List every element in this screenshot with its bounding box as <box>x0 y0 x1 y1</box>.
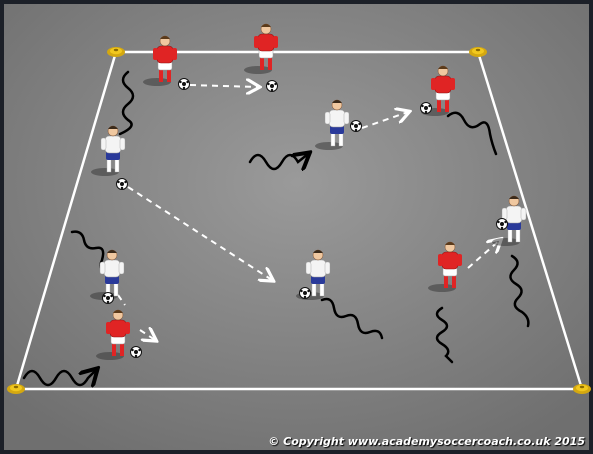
run-line-right-bottom <box>435 306 454 364</box>
pass-line-top-right <box>361 112 408 129</box>
ball <box>266 80 278 92</box>
ball <box>130 346 142 358</box>
pass-line-left <box>117 294 126 306</box>
ball <box>102 292 114 304</box>
cone-top-left <box>107 47 125 57</box>
ball <box>496 218 508 230</box>
movement-lines <box>22 70 530 385</box>
run-line-right <box>509 254 530 328</box>
ball <box>116 178 128 190</box>
ball <box>178 78 190 90</box>
run-line-left-top <box>118 70 135 136</box>
pass-line-right <box>467 240 500 269</box>
cone-bottom-right <box>573 384 591 394</box>
copyright-text: © Copyright www.academysoccercoach.co.uk… <box>268 435 585 448</box>
ball <box>299 287 311 299</box>
cone-bottom-left <box>7 384 25 394</box>
pass-line-bottom-left <box>139 330 155 340</box>
run-line-bottom-left <box>22 370 96 385</box>
ball <box>350 120 362 132</box>
pitch-surface <box>4 4 589 450</box>
cone-top-right <box>469 47 487 57</box>
run-line-center-bottom <box>320 297 384 340</box>
ball <box>420 102 432 114</box>
run-line-center <box>248 154 308 169</box>
pass-lines <box>117 85 500 340</box>
run-line-top-right <box>446 111 498 156</box>
pass-line-top <box>189 85 258 87</box>
